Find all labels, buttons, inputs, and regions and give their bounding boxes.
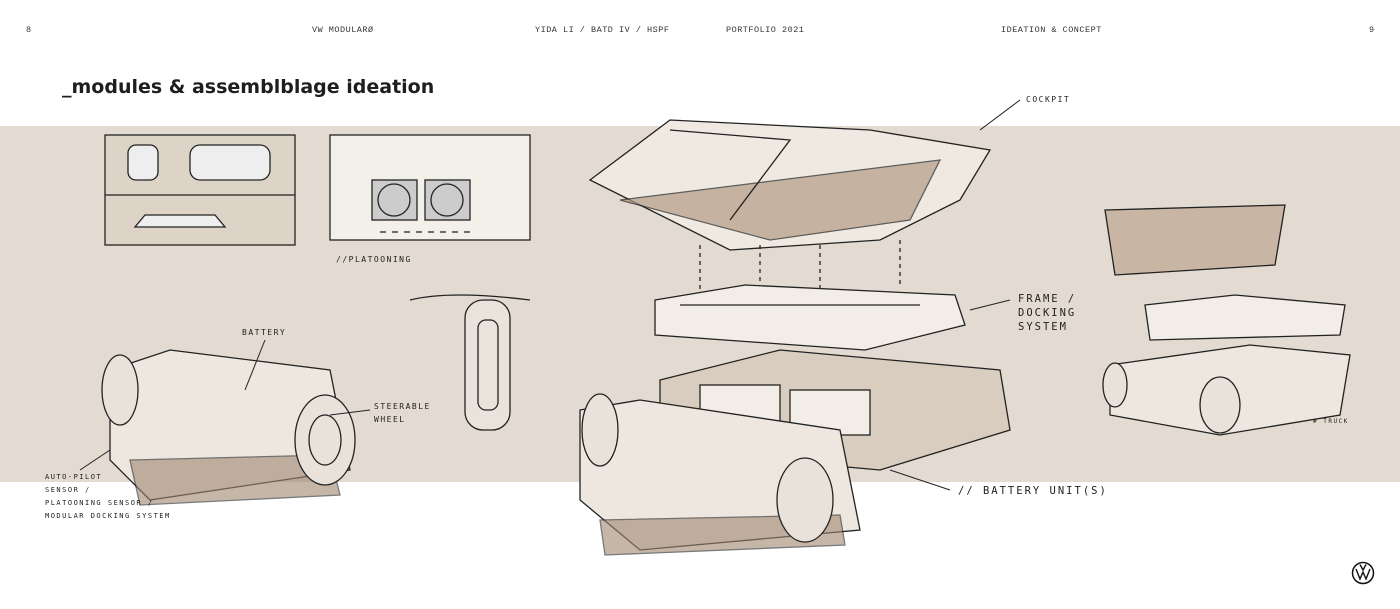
author: YIDA LI / BATD IV / HSPF [535,25,670,35]
page-number-left: 8 [26,25,32,35]
annotation-leaders [79,99,1021,491]
annotation-line: DOCKING [1018,307,1077,319]
sketch-platooning-frame [329,134,531,241]
annotation-line: STEERABLE [374,402,431,411]
sketch-chassis-main [579,393,861,556]
annotation-line: AUTO-PILOT [45,473,103,481]
section-label: IDEATION & CONCEPT [1001,25,1102,35]
page-title: _modules & assemblblage ideation [62,76,435,98]
annotation-line: WHEEL [374,415,406,424]
annotation-cockpit: COCKPIT [1026,95,1071,104]
sketch-cockpit [588,119,992,251]
annotation-line: PLATOONING SENSOR / [45,499,154,507]
annotation-steerable-wheel: STEERABLE WHEEL [374,400,431,426]
annotation-line: SENSOR / [45,486,91,494]
annotation-battery-units: // BATTERY UNIT(S) [958,485,1108,497]
annotation-line: FRAME / [1018,293,1077,305]
sketch-frame-docking [654,284,966,351]
annotation-autopilot: AUTO-PILOT SENSOR / PLATOONING SENSOR / … [45,471,171,523]
sketch-truck [1102,204,1351,436]
vw-logo-icon [1351,561,1375,585]
project-name: VW MODULARØ [312,25,374,35]
sketch-battery-module-left [101,349,356,506]
annotation-battery: BATTERY [242,328,287,337]
annotation-line: SYSTEM [1018,321,1068,333]
annotation-platooning: //PLATOONING [336,255,412,264]
portfolio-label: PORTFOLIO 2021 [726,25,805,35]
page-number-right: 9 [1369,25,1375,35]
annotation-truck: # TRUCK [1313,418,1349,425]
sketch-modules-frame [104,134,296,246]
annotation-line: MODULAR DOCKING SYSTEM [45,512,171,520]
annotation-frame: FRAME / DOCKING SYSTEM [1018,292,1076,334]
sketch-steerable-wheel [409,294,531,431]
